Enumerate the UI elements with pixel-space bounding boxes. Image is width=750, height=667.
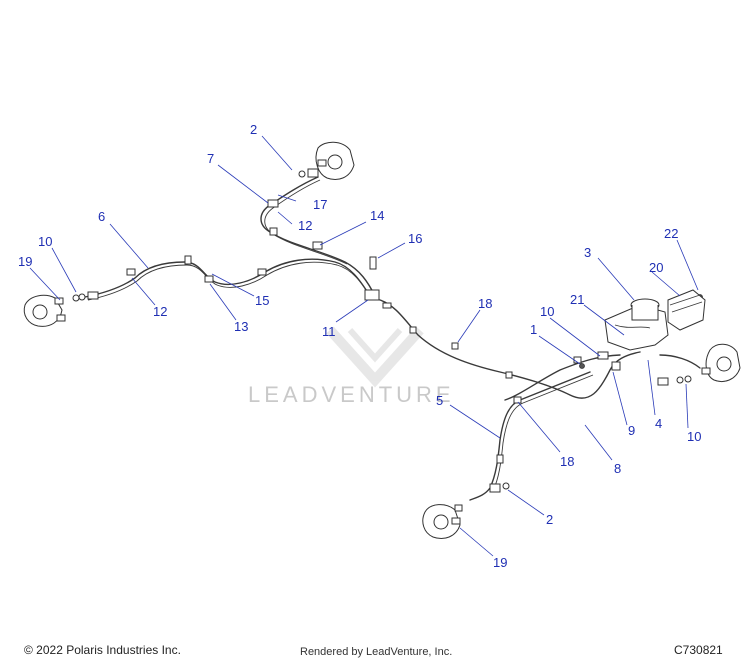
brake-line-main: [379, 299, 641, 399]
callout-9: 9: [628, 423, 635, 438]
washer-10a-2: [78, 293, 86, 301]
brake-line-right-rear: [659, 354, 701, 369]
brake-line-left-front: [84, 258, 371, 298]
washer-2b: [502, 482, 510, 490]
sensor-module-20: [667, 289, 706, 331]
callout-1: 1: [530, 322, 537, 337]
junction-block-11: [364, 289, 380, 301]
callout-2-top: 2: [250, 122, 257, 137]
fitting-junction-out: [382, 302, 392, 309]
callout-2-bottom: 2: [546, 512, 553, 527]
washer-10c-2: [684, 375, 692, 383]
caliper-right-front: [315, 141, 355, 180]
washer-2a: [298, 170, 306, 178]
callout-19-bottom: 19: [493, 555, 507, 570]
callout-12-left: 12: [153, 304, 167, 319]
callout-7: 7: [207, 151, 214, 166]
callout-4: 4: [655, 416, 662, 431]
callout-17: 17: [313, 197, 327, 212]
caliper-left-front: [23, 294, 66, 327]
caliper-right-rear: [701, 343, 741, 382]
brake-line-rear-shadow: [492, 374, 594, 492]
callout-10-right: 10: [687, 429, 701, 444]
diagram-code: C730821: [674, 643, 723, 657]
clip-14: [312, 241, 323, 250]
fitting-master-b: [597, 351, 609, 360]
callout-21: 21: [570, 292, 584, 307]
copyright-text: © 2022 Polaris Industries Inc.: [24, 643, 181, 657]
banjo-right-front: [307, 168, 319, 178]
clip-rear: [496, 454, 504, 464]
callout-10-left: 10: [38, 234, 52, 249]
callout-15: 15: [255, 293, 269, 308]
clip-12b: [267, 199, 279, 208]
caliper-left-rear: [422, 504, 463, 539]
leaders: [29, 135, 699, 557]
bolt-1: [579, 363, 585, 369]
brake-line-left-front-shadow: [87, 261, 373, 301]
callouts: 2 7 17 12 6 10 19 12 13 15 14 16 11 18 5…: [18, 122, 701, 570]
callout-18-bottom: 18: [560, 454, 574, 469]
banjo-right-rear: [657, 377, 669, 386]
reservoir: [631, 305, 659, 321]
callout-10-master: 10: [540, 304, 554, 319]
callout-11: 11: [322, 324, 336, 339]
clip-18b: [513, 396, 522, 404]
callout-8: 8: [614, 461, 621, 476]
watermark-logo-icon: [326, 326, 424, 388]
banjo-left: [87, 291, 99, 300]
clip-left-a: [184, 255, 192, 265]
brake-line-rear: [469, 371, 591, 501]
clip-main-b: [505, 371, 513, 379]
callout-19-left: 19: [18, 254, 32, 269]
fittings: [72, 168, 703, 493]
callout-22: 22: [664, 226, 678, 241]
callout-3: 3: [584, 245, 591, 260]
callout-14: 14: [370, 208, 384, 223]
clip-13: [204, 275, 214, 283]
master-cylinder: [604, 289, 706, 351]
clip-left-b: [257, 268, 267, 276]
rendered-by-text: Rendered by LeadVenture, Inc.: [300, 646, 453, 658]
callout-6: 6: [98, 209, 105, 224]
callout-18-top: 18: [478, 296, 492, 311]
callout-16: 16: [408, 231, 422, 246]
callout-13: 13: [234, 319, 248, 334]
watermark: LEADVENTURE: [248, 326, 455, 407]
clip-main-a: [409, 326, 417, 334]
callout-20: 20: [649, 260, 663, 275]
bracket-16: [369, 256, 377, 270]
washer-10c: [676, 376, 684, 384]
watermark-text: LEADVENTURE: [248, 382, 455, 407]
clip-12a: [126, 268, 136, 276]
clip-18a: [451, 342, 459, 350]
fitting-9: [611, 361, 621, 371]
washer-10a: [72, 294, 80, 302]
callout-5: 5: [436, 393, 443, 408]
calipers: [23, 141, 741, 539]
callout-12-top: 12: [298, 218, 312, 233]
banjo-rear: [489, 483, 501, 493]
brake-line-right-front-shadow: [264, 179, 348, 265]
clip-right-a: [269, 227, 278, 236]
